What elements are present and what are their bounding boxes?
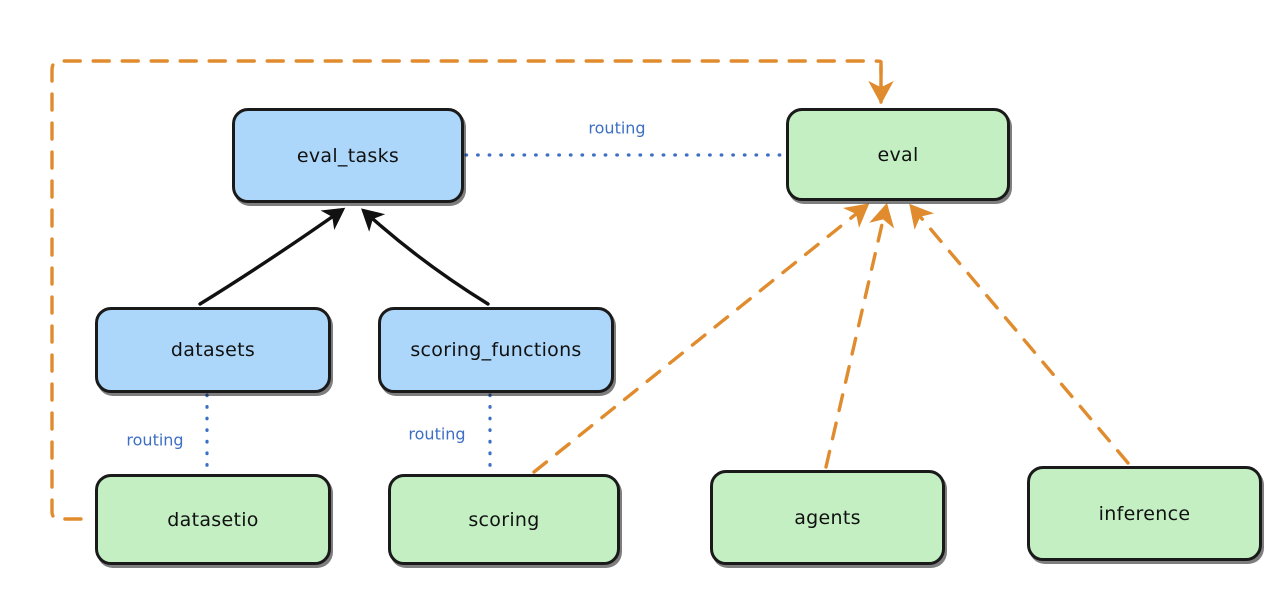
node-eval-label: eval — [877, 143, 919, 166]
node-datasetio[interactable]: datasetio — [95, 474, 331, 565]
node-scoring-functions-label: scoring_functions — [410, 339, 582, 361]
node-eval-tasks[interactable]: eval_tasks — [232, 108, 464, 203]
node-datasets-label: datasets — [170, 339, 256, 361]
node-datasets[interactable]: datasets — [95, 307, 331, 393]
node-eval-tasks-label: eval_tasks — [296, 144, 400, 167]
edge-agents-to-eval — [824, 202, 895, 469]
node-datasetio-label: datasetio — [167, 508, 259, 531]
node-inference[interactable]: inference — [1027, 466, 1262, 561]
edge-label-routing-datasets-datasetio: routing — [126, 430, 184, 450]
edge-label-routing-scoring-functions-scoring: routing — [408, 424, 466, 444]
edge-scoring-functions-to-eval-tasks — [361, 208, 490, 306]
edge-inference-to-eval — [909, 203, 1130, 465]
node-scoring-functions[interactable]: scoring_functions — [378, 307, 614, 393]
node-scoring-label: scoring — [468, 508, 540, 531]
node-agents[interactable]: agents — [710, 470, 945, 565]
node-scoring[interactable]: scoring — [388, 474, 620, 565]
edge-label-routing-eval-tasks-eval: routing — [588, 118, 646, 138]
node-inference-label: inference — [1098, 502, 1191, 525]
edge-datasets-to-eval-tasks — [198, 207, 346, 306]
node-eval[interactable]: eval — [786, 108, 1010, 201]
node-agents-label: agents — [794, 506, 861, 529]
edge-eval-to-datasetio — [50, 59, 883, 521]
edge-scoring-to-eval — [532, 203, 870, 474]
